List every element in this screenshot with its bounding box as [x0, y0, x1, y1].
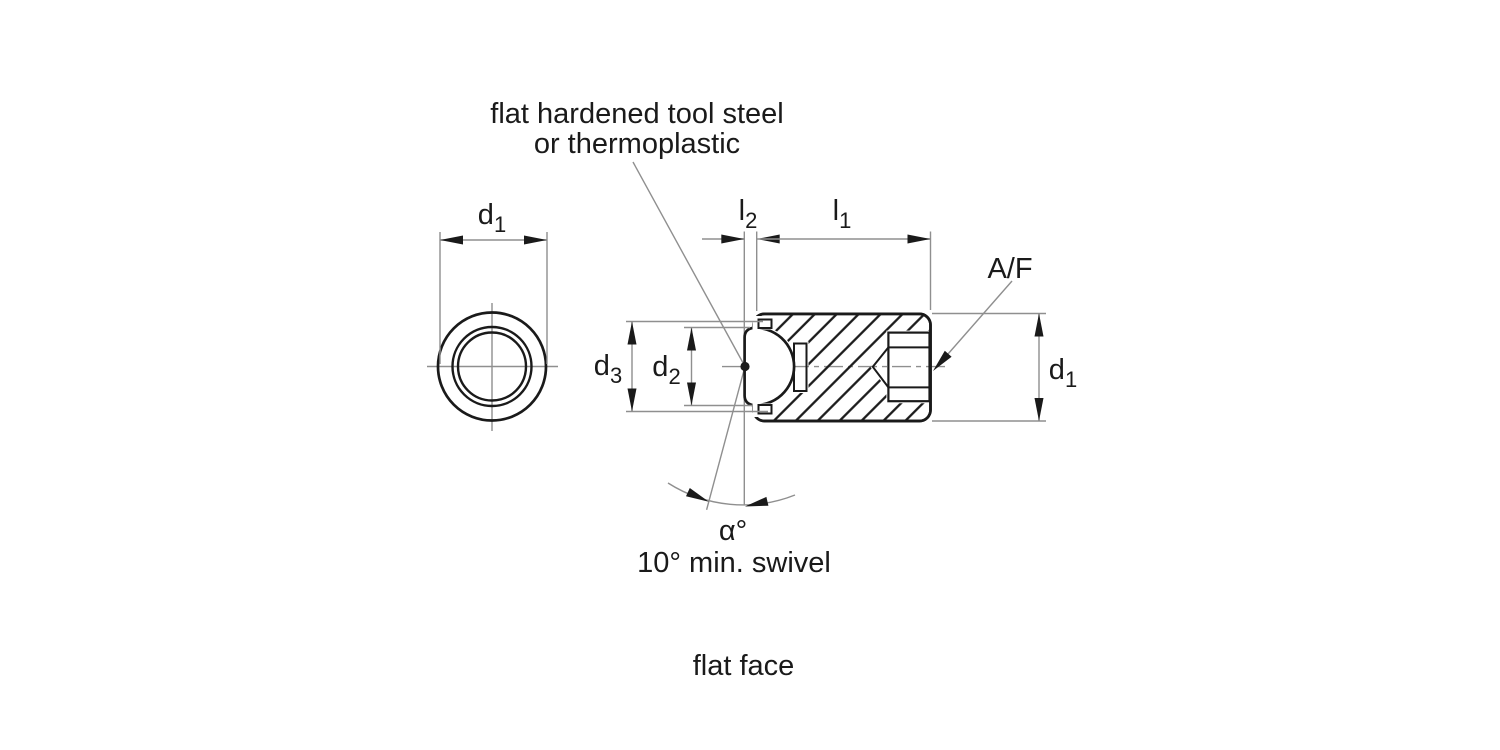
hex-socket-bore — [887, 331, 931, 403]
ball-fill — [744, 327, 795, 406]
arrowhead — [687, 382, 696, 406]
ball-silhouette-circle — [451, 325, 533, 408]
figure-caption: flat face — [693, 650, 795, 682]
l1-label: l1 — [833, 195, 852, 233]
ball-seat-insert — [793, 342, 808, 392]
dimension-d2: d2 — [652, 326, 753, 407]
dimension-l1: l1 — [756, 195, 932, 311]
d3-label: d3 — [594, 350, 622, 388]
hex-socket — [871, 331, 931, 403]
flat-face-circle — [456, 331, 528, 402]
front-view — [427, 303, 558, 431]
af-label: A/F — [987, 253, 1032, 285]
callout-line2: or thermoplastic — [534, 128, 740, 160]
hex-socket-cone — [871, 346, 890, 389]
alpha-label: α° — [719, 515, 747, 547]
dimension-d1-left: d1 — [439, 199, 548, 364]
dimension-d3: d3 — [594, 320, 768, 413]
arrowhead — [745, 496, 769, 507]
d1-left-label: d1 — [478, 199, 506, 237]
d1-right-label: d1 — [1049, 354, 1077, 392]
swivel-note: 10° min. swivel — [637, 547, 831, 579]
arrowhead — [721, 234, 745, 244]
swivel-tilted-reference-line — [705, 366, 746, 510]
retaining-lip-top — [757, 318, 773, 329]
swivel-angle: α° 10° min. swivel — [637, 488, 831, 579]
callout-leader-line — [632, 161, 746, 367]
dimension-l2: l2 — [702, 195, 780, 244]
retaining-lip-bottom — [757, 404, 773, 415]
arrowhead — [1034, 313, 1044, 337]
callout-line1: flat hardened tool steel — [490, 98, 783, 130]
d2-label: d2 — [652, 351, 680, 389]
pivot-point-dot — [740, 361, 750, 372]
swivel-ball — [743, 326, 808, 407]
arrowhead — [687, 327, 696, 351]
outer-diameter-circle — [436, 311, 548, 422]
arrowhead — [627, 388, 637, 412]
section-view — [740, 312, 932, 423]
material-callout: flat hardened tool steel or thermoplasti… — [490, 98, 783, 160]
arrowhead — [907, 234, 931, 244]
af-callout: A/F — [933, 253, 1033, 371]
arrowhead — [440, 235, 463, 245]
arrowhead — [686, 488, 709, 502]
retaining-lips — [752, 316, 775, 417]
arrowhead — [627, 321, 637, 345]
arrowhead — [1034, 398, 1044, 421]
arrowhead — [524, 235, 547, 245]
arrowhead — [933, 350, 952, 371]
dimension-d1-right: d1 — [932, 312, 1077, 422]
screw-body-hatching — [753, 313, 931, 421]
swivel-angle-arc — [667, 482, 796, 506]
l2-label: l2 — [739, 195, 758, 233]
